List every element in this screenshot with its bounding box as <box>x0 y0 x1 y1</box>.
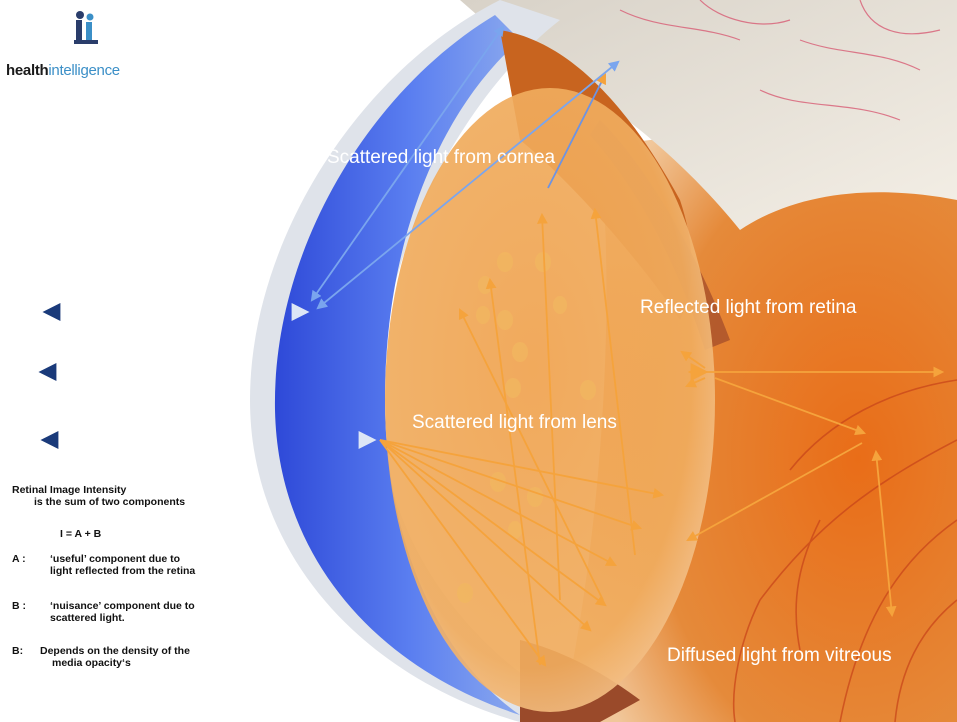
notes-c-key: B: <box>12 645 23 657</box>
health-intelligence-logo: healthintelligence <box>6 10 176 90</box>
label-vitreous: Diffused light from vitreous <box>667 645 892 667</box>
notes-c-line2: media opacity‘s <box>52 657 131 669</box>
notes-b-key: B : <box>12 600 26 612</box>
label-lens: Scattered light from lens <box>412 412 617 434</box>
notes-formula: I = A + B <box>60 528 101 540</box>
notes-c-line1: Depends on the density of the <box>40 645 190 657</box>
label-cornea: Scattered light from cornea <box>327 147 555 169</box>
notes-a-line1: ‘useful’ component due to <box>50 553 180 565</box>
notes-title: Retinal Image Intensity <box>12 484 126 496</box>
notes-b-line1: ‘nuisance’ component due to <box>50 600 195 612</box>
notes-b-line2: scattered light. <box>50 612 125 624</box>
notes-a-line2: light reflected from the retina <box>50 565 195 577</box>
logo-wordmark: healthintelligence <box>6 62 120 79</box>
notes-a-key: A : <box>12 553 26 565</box>
logo-figure-icon <box>74 10 100 52</box>
label-retina: Reflected light from retina <box>640 297 857 319</box>
notes-subtitle: is the sum of two components <box>34 496 185 508</box>
